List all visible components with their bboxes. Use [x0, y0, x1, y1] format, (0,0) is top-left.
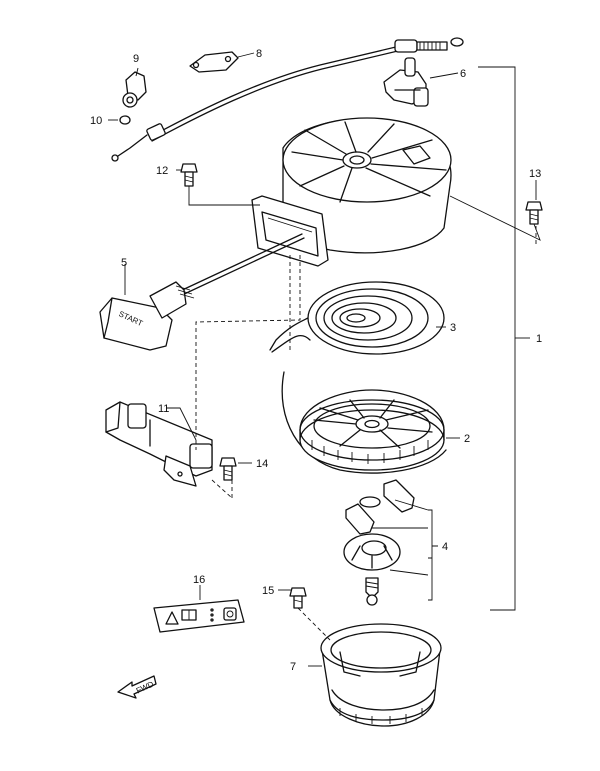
starter-housing — [251, 117, 452, 267]
callout-12: 12 — [156, 165, 168, 177]
callout-2: 2 — [464, 433, 470, 445]
callout-4: 4 — [442, 541, 448, 553]
assembly-lines — [195, 226, 537, 641]
lock-icon — [223, 607, 237, 621]
callout-11: 11 — [158, 403, 169, 415]
starter-reel — [299, 389, 445, 471]
forward-arrow-icon: FWD — [117, 675, 157, 699]
callout-15: 15 — [262, 585, 274, 597]
starter-rope — [177, 233, 447, 474]
callout-3: 3 — [450, 322, 456, 334]
caution-decal — [153, 599, 245, 633]
starter-cable — [111, 37, 464, 162]
callout-numbers: 1 2 3 4 5 6 7 8 9 10 11 12 13 14 15 16 — [90, 48, 542, 673]
link-lever — [122, 71, 147, 108]
starter-stopper — [383, 57, 429, 107]
bolt-14 — [219, 457, 237, 481]
callout-13: 13 — [529, 168, 541, 180]
cable-clamp — [189, 51, 239, 73]
callout-7: 7 — [290, 661, 296, 673]
callout-5: 5 — [121, 257, 127, 269]
starter-handle: START — [99, 281, 195, 351]
starter-cup — [320, 623, 442, 727]
callout-14: 14 — [256, 458, 268, 470]
starter-bracket — [105, 401, 213, 487]
recoil-spring — [269, 281, 445, 355]
fwd-label: FWD — [135, 679, 156, 695]
callout-1: 1 — [536, 333, 542, 345]
bolt-12 — [180, 163, 198, 187]
callout-10: 10 — [90, 115, 102, 127]
callout-6: 6 — [460, 68, 466, 80]
bolt-15 — [289, 587, 307, 609]
callout-9: 9 — [133, 53, 139, 65]
clip — [119, 115, 131, 125]
ratchet-set — [343, 479, 415, 606]
warning-triangle-icon — [165, 611, 179, 625]
callout-16: 16 — [193, 574, 205, 586]
callout-8: 8 — [256, 48, 262, 60]
bolt-13 — [525, 201, 543, 225]
